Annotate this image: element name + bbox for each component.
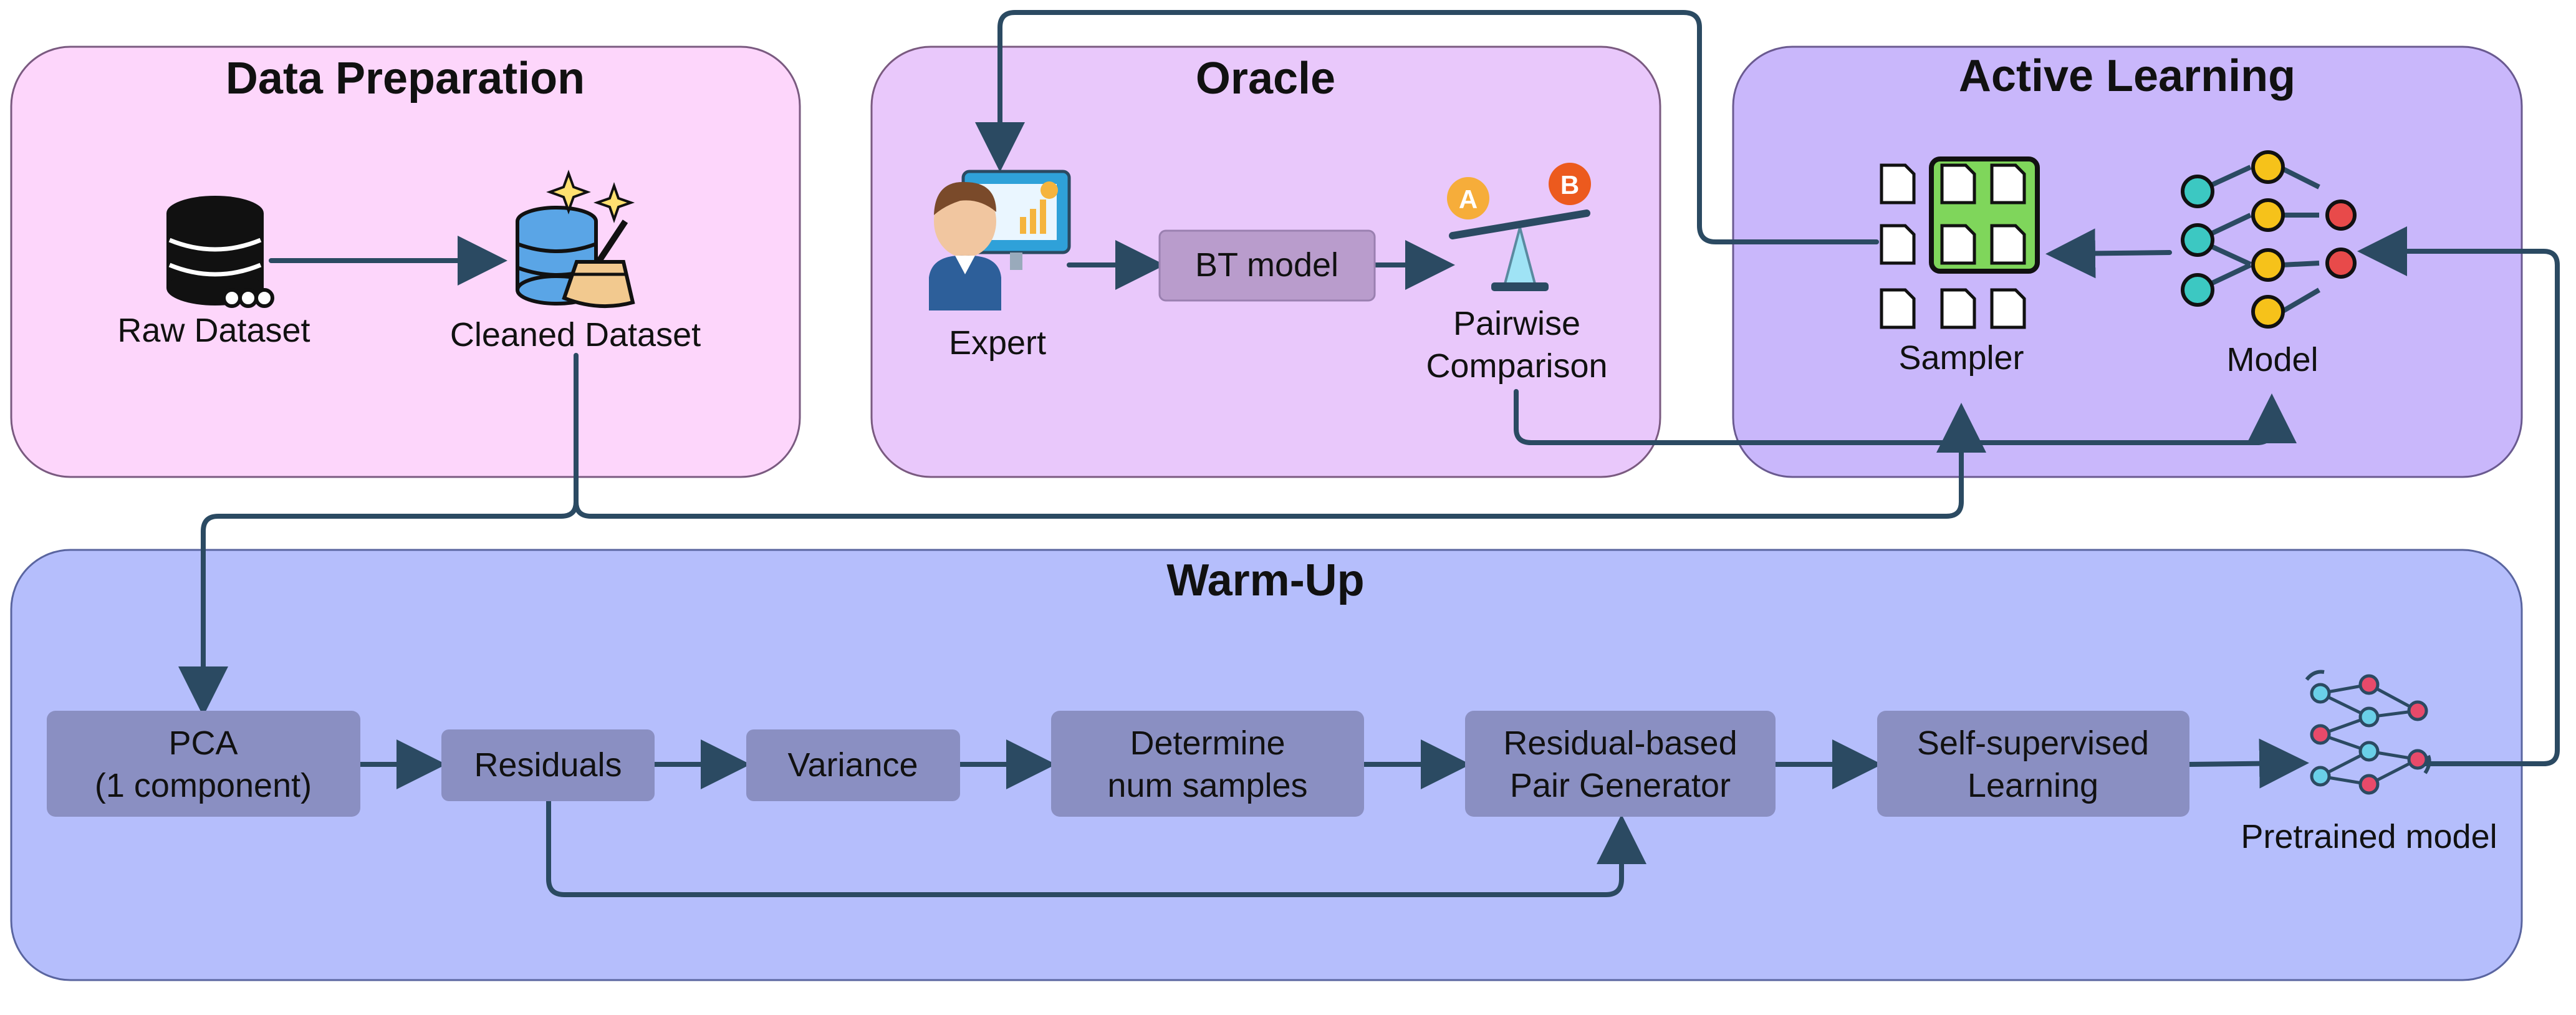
step-determine-num-samples: Determine num samples — [1051, 711, 1364, 817]
arrow-model-to-sampler — [2045, 228, 2172, 279]
bt-model-box: BT model — [1158, 229, 1376, 302]
badge-b: B — [1560, 170, 1579, 200]
document-grid-icon — [1880, 156, 2040, 329]
pretrained-model-label: Pretrained model — [2241, 818, 2497, 855]
arrow-ssl-to-pretrained — [2187, 738, 2309, 789]
sampler-label: Sampler — [1898, 339, 2024, 377]
determine-label-line2: num samples — [1107, 767, 1307, 804]
cleaned-dataset-label: Cleaned Dataset — [450, 316, 701, 354]
panel-title-data-preparation: Data Preparation — [226, 54, 585, 103]
pca-label-line2: (1 component) — [95, 767, 312, 804]
pairgen-label-line2: Pair Generator — [1510, 767, 1731, 804]
bt-model-label: BT model — [1195, 246, 1338, 284]
badge-a: A — [1459, 185, 1478, 214]
step-self-supervised-learning: Self-supervised Learning — [1877, 711, 2189, 817]
raw-dataset-label: Raw Dataset — [117, 312, 310, 349]
step-pca: PCA (1 component) — [47, 711, 360, 817]
connector-arrows — [178, 10, 2560, 897]
expert-label: Expert — [949, 324, 1046, 362]
panel-title-oracle: Oracle — [1196, 54, 1335, 103]
pca-label-line1: PCA — [168, 724, 238, 762]
pairwise-label-line2: Comparison — [1426, 347, 1607, 385]
arrow-pairwise-to-model — [1514, 389, 2297, 445]
model-label: Model — [2226, 341, 2318, 378]
ssl-label-line2: Learning — [1968, 767, 2098, 804]
pretrained-network-icon — [2305, 670, 2431, 795]
balance-scale-icon: A B — [1447, 163, 1591, 291]
step-residuals: Residuals — [441, 729, 655, 801]
panel-title-warm-up: Warm-Up — [1166, 556, 1364, 605]
arrow-sampler-to-expert — [975, 10, 1879, 244]
residuals-label: Residuals — [474, 746, 622, 784]
clean-database-icon — [516, 170, 635, 309]
determine-label-line1: Determine — [1130, 724, 1285, 762]
variance-label: Variance — [787, 746, 918, 784]
arrow-cleaned-to-sampler — [574, 403, 1986, 519]
expert-icon — [929, 170, 1071, 310]
pairwise-label-line1: Pairwise — [1453, 305, 1580, 342]
panel-active-learning: Active Learning — [1732, 46, 2523, 478]
arrow-pretrained-to-model — [2357, 226, 2560, 766]
ssl-label-line1: Self-supervised — [1917, 724, 2149, 762]
arrow-residuals-to-pairgen — [546, 799, 1646, 897]
database-icon — [166, 196, 274, 308]
panel-title-active-learning: Active Learning — [1959, 51, 2295, 101]
step-pair-generator: Residual-based Pair Generator — [1465, 711, 1776, 817]
neural-network-icon — [2181, 150, 2357, 329]
pairgen-label-line1: Residual-based — [1503, 724, 1737, 762]
step-variance: Variance — [746, 729, 960, 801]
